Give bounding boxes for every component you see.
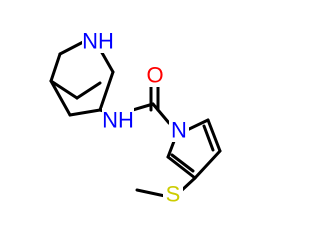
- thioether-s-label: S: [166, 182, 181, 207]
- molecule-drawing: NH NH O N S: [49, 29, 222, 207]
- thioether-bonds: [135, 176, 197, 198]
- bond-cage-7: [98, 70, 115, 112]
- bicyclic-cage-bonds: [49, 38, 115, 117]
- amide-label-backdrop: [102, 108, 134, 132]
- bond-cage-2: [49, 52, 62, 83]
- bond-cage-3: [49, 79, 79, 100]
- bond-c4-s: [179, 176, 197, 193]
- bond-c2-c3: [206, 118, 222, 153]
- carbonyl-o-label: O: [146, 63, 163, 88]
- pyrrole-n-label: N: [171, 118, 187, 143]
- amine-label-backdrop: [82, 29, 114, 53]
- bond-c3-c4: [193, 149, 222, 180]
- bond-c2-c3-inner: [202, 124, 215, 152]
- bond-cage-6: [68, 108, 102, 117]
- bond-cage-5: [49, 79, 72, 117]
- amine-nh-label: NH: [82, 29, 114, 54]
- bond-cage-4: [75, 81, 102, 100]
- bond-carbonyl-n: [151, 102, 171, 125]
- structure-diagram: NH NH O N S: [49, 29, 222, 207]
- bond-c4-c5-inner: [170, 153, 195, 173]
- bond-c4-c5: [166, 155, 197, 180]
- amide-nh-label: NH: [102, 108, 134, 133]
- sulfur-label-backdrop: [163, 182, 183, 206]
- bond-s-ch3: [135, 188, 167, 198]
- pyrrole-n-label-backdrop: [169, 118, 189, 142]
- oxygen-label-backdrop: [145, 63, 165, 87]
- atom-labels: NH NH O N S: [82, 29, 189, 207]
